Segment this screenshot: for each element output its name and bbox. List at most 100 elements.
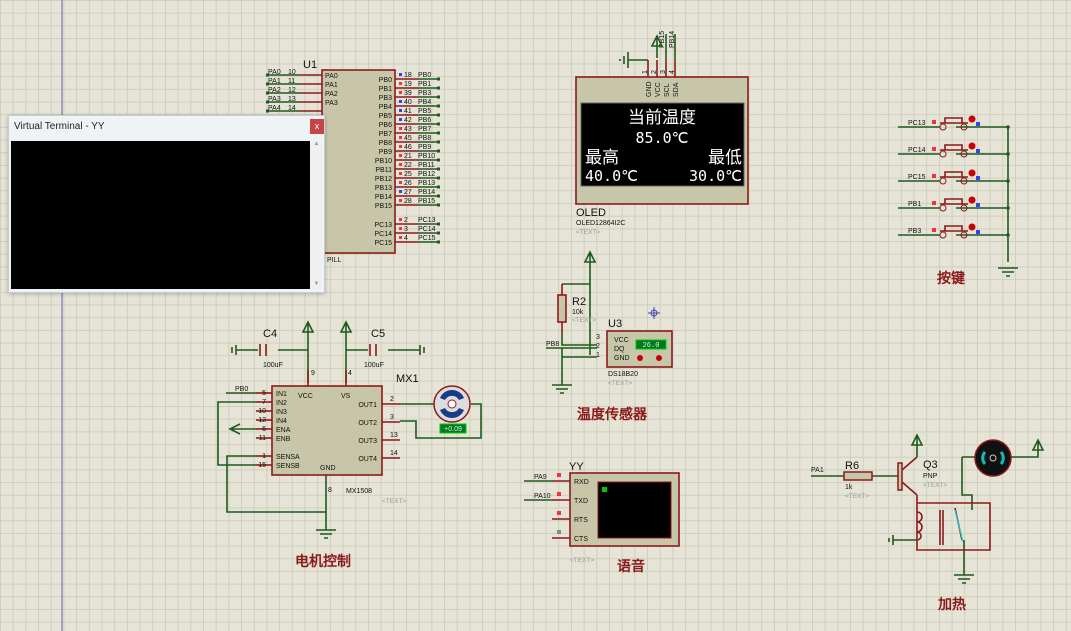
junction bbox=[1006, 125, 1010, 129]
net-label: PC15 bbox=[418, 235, 436, 242]
mx1-part: MX1508 bbox=[346, 488, 372, 495]
pin-number: 7 bbox=[262, 399, 266, 406]
net-label: PB4 bbox=[418, 99, 431, 106]
net-terminal[interactable] bbox=[266, 100, 269, 104]
button-actuator[interactable] bbox=[968, 169, 976, 177]
net-terminal[interactable] bbox=[437, 149, 440, 153]
net-terminal[interactable] bbox=[437, 104, 440, 108]
pin-number: 13 bbox=[390, 432, 398, 439]
net-terminal[interactable] bbox=[437, 203, 440, 207]
yy-text: <TEXT> bbox=[570, 557, 594, 564]
net-terminal[interactable] bbox=[266, 73, 269, 77]
net-label: PB5 bbox=[418, 108, 431, 115]
net-terminal[interactable] bbox=[437, 131, 440, 135]
mx1-text: <TEXT> bbox=[382, 498, 406, 505]
net-label: PB1 bbox=[418, 81, 431, 88]
net-terminal[interactable] bbox=[437, 176, 440, 180]
contact bbox=[939, 204, 947, 212]
pin-name: PB6 bbox=[379, 122, 392, 129]
button-actuator[interactable] bbox=[968, 196, 976, 204]
r2-resistor[interactable] bbox=[557, 294, 567, 323]
pin-name: PB7 bbox=[379, 131, 392, 138]
u1-body[interactable] bbox=[321, 69, 396, 254]
heater-net: PA1 bbox=[811, 467, 824, 474]
pin-number: 22 bbox=[404, 162, 412, 169]
pin-number: 14 bbox=[390, 450, 398, 457]
pin-num: 1 bbox=[596, 352, 600, 359]
button-actuator[interactable] bbox=[968, 223, 976, 231]
net-label: PB11 bbox=[418, 162, 435, 169]
net-terminal[interactable] bbox=[266, 82, 269, 86]
push-button[interactable] bbox=[940, 144, 968, 151]
pin-number: 3 bbox=[660, 70, 667, 74]
motor-driver[interactable]: C4 C5 100uF 100uF MX1 VCC VS GND 9 4 8 M… bbox=[217, 320, 482, 570]
r6-resistor[interactable] bbox=[843, 471, 873, 481]
terminal-output[interactable] bbox=[11, 141, 310, 289]
pin-name: TXD bbox=[574, 498, 588, 505]
ds18b20-sensor[interactable]: R2 10k <TEXT> PB8 26.0 VCC DQ GND 3 2 1 … bbox=[546, 250, 673, 423]
sensor-increase-button[interactable] bbox=[656, 355, 662, 361]
net-terminal[interactable] bbox=[437, 222, 440, 226]
button-actuator[interactable] bbox=[968, 115, 976, 123]
pin-num: 3 bbox=[596, 334, 600, 341]
net-terminal[interactable] bbox=[437, 122, 440, 126]
mx1-ref: MX1 bbox=[396, 373, 419, 385]
pin-state bbox=[399, 218, 402, 221]
pin-number: 10 bbox=[258, 408, 266, 415]
pin-number: 6 bbox=[262, 426, 266, 433]
sensor-decrease-button[interactable] bbox=[637, 355, 643, 361]
net-terminal[interactable] bbox=[437, 194, 440, 198]
net-terminal[interactable] bbox=[437, 185, 440, 189]
heater-label: 加热 bbox=[937, 596, 966, 613]
c5-value: 100uF bbox=[364, 362, 384, 369]
oled-max-value: 40.0℃ bbox=[585, 167, 638, 185]
net-label: PB1 bbox=[908, 201, 921, 208]
button-actuator[interactable] bbox=[968, 142, 976, 150]
oled-part: OLED12864I2C bbox=[576, 220, 625, 227]
net-terminal[interactable] bbox=[437, 167, 440, 171]
net-terminal[interactable] bbox=[437, 86, 440, 90]
q3-transistor[interactable] bbox=[897, 462, 903, 491]
close-button[interactable]: x bbox=[310, 119, 324, 134]
net-terminal[interactable] bbox=[437, 158, 440, 162]
pin-name: PB12 bbox=[375, 176, 392, 183]
pin-number: 43 bbox=[404, 126, 412, 133]
pin-name: PB15 bbox=[375, 203, 392, 210]
net-terminal[interactable] bbox=[437, 77, 440, 81]
pin-num: 2 bbox=[596, 343, 600, 350]
net-terminal[interactable] bbox=[266, 109, 269, 113]
net-terminal[interactable] bbox=[437, 95, 440, 99]
push-button[interactable] bbox=[940, 117, 968, 124]
contact bbox=[960, 123, 968, 131]
oled-display[interactable]: 当前温度 85.0℃ 最高 最低 40.0℃ 30.0℃ OLED OLED12… bbox=[575, 31, 749, 236]
net-label: PC14 bbox=[418, 226, 436, 233]
scroll-up-icon[interactable]: ▲ bbox=[313, 141, 320, 147]
push-button[interactable] bbox=[940, 198, 968, 205]
scroll-down-icon[interactable]: ▼ bbox=[313, 281, 320, 287]
virtual-terminal-window[interactable]: Virtual Terminal - YY x ▲ ▼ bbox=[8, 115, 325, 293]
net-terminal[interactable] bbox=[437, 240, 440, 244]
push-button[interactable] bbox=[940, 225, 968, 232]
scrollbar[interactable]: ▲ ▼ bbox=[311, 141, 322, 289]
pin-name: ENB bbox=[276, 436, 291, 443]
yy-ref: YY bbox=[569, 461, 584, 473]
net-terminal[interactable] bbox=[266, 91, 269, 95]
contact bbox=[939, 150, 947, 158]
r2-text: <TEXT> bbox=[572, 317, 596, 324]
motor-net: PB0 bbox=[235, 386, 248, 393]
pin-number: 26 bbox=[404, 180, 412, 187]
oled-min-value: 30.0℃ bbox=[689, 167, 742, 185]
heater-circuit[interactable]: PA1 R6 1k <TEXT> Q3 PNP <TEXT> 加热 bbox=[811, 433, 1045, 613]
net-terminal[interactable] bbox=[437, 140, 440, 144]
push-button[interactable] bbox=[940, 171, 968, 178]
pin-state bbox=[976, 176, 980, 180]
pin-name: IN4 bbox=[276, 418, 287, 425]
pin-state bbox=[399, 118, 402, 121]
sensor-net: PB8 bbox=[546, 341, 559, 348]
net-label: PA2 bbox=[268, 87, 281, 94]
net-terminal[interactable] bbox=[437, 113, 440, 117]
net-terminal[interactable] bbox=[437, 231, 440, 235]
